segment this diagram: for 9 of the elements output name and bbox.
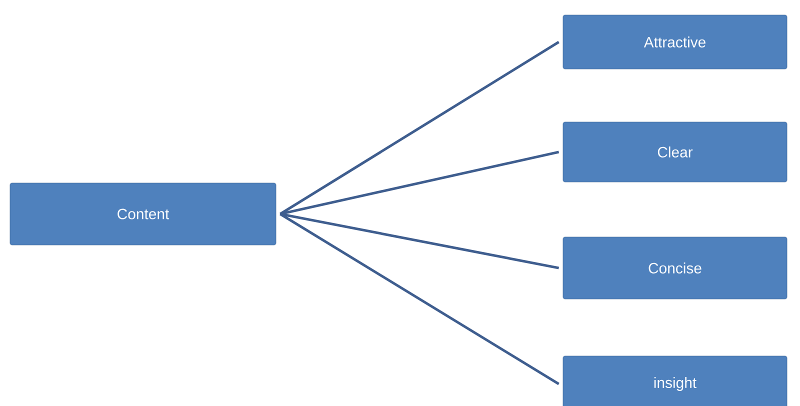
connector-line	[280, 40, 560, 216]
connector-line	[280, 212, 560, 386]
process-box: Attractive	[562, 14, 788, 70]
process-box: insight	[562, 356, 788, 406]
process-box: Clear	[562, 122, 788, 182]
process-box: Content	[10, 182, 276, 246]
process-box: Concise	[562, 236, 788, 300]
connector-line	[280, 150, 560, 216]
connector-line	[280, 212, 560, 270]
